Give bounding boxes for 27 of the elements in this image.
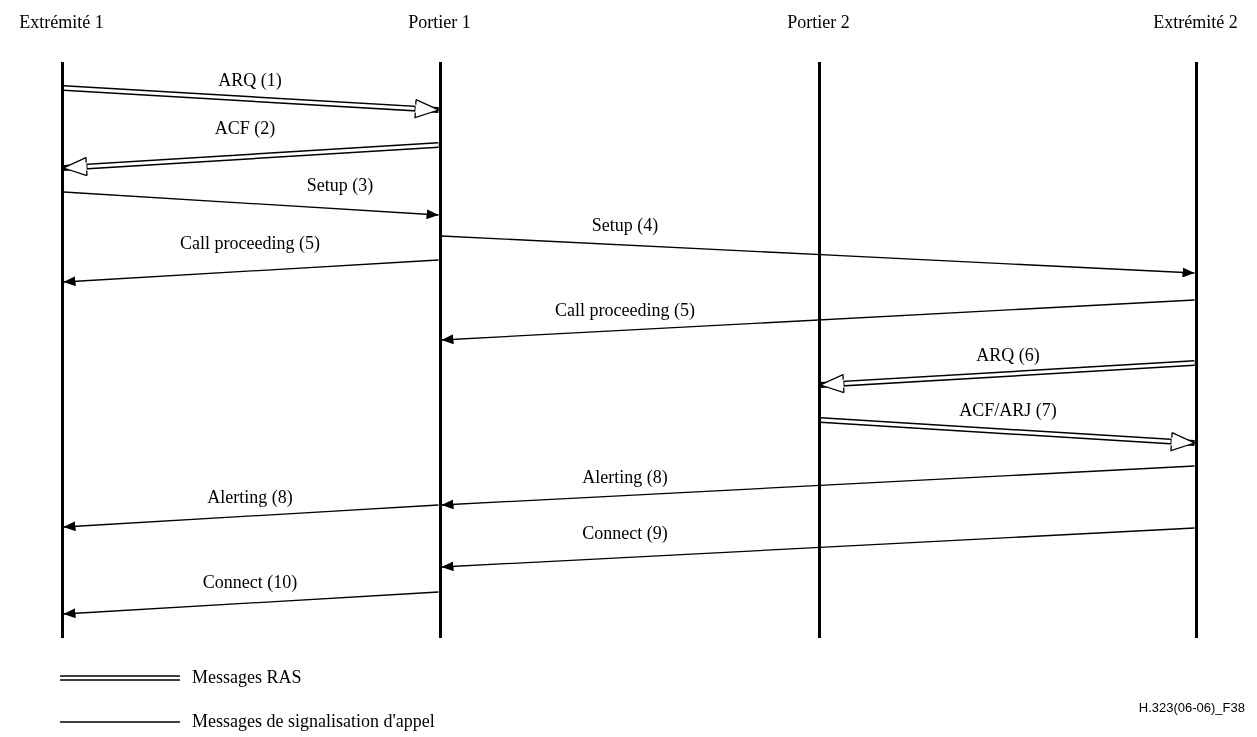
message-label: Alerting (8)	[205, 487, 295, 507]
message-label: Alerting (8)	[580, 467, 670, 487]
arrow	[62, 259, 440, 287]
message-label: ACF/ARJ (7)	[957, 400, 1059, 420]
arrow	[62, 504, 440, 532]
arrow	[440, 527, 1196, 572]
message-label: Setup (3)	[304, 175, 376, 195]
legend-text: Messages de signalisation d'appel	[192, 711, 435, 732]
message-label: Call proceeding (5)	[178, 233, 322, 253]
figure-id: H.323(06-06)_F38	[1138, 700, 1245, 715]
arrow	[440, 465, 1196, 510]
participant-name: Portier 2	[787, 12, 850, 33]
legend-text: Messages RAS	[192, 667, 302, 688]
arrow	[440, 299, 1196, 345]
participant-name: Extrémité 1	[19, 12, 104, 33]
message-label: ACF (2)	[212, 118, 278, 138]
message-label: Connect (9)	[580, 523, 670, 543]
arrow	[62, 191, 440, 220]
message-label: Call proceeding (5)	[553, 300, 697, 320]
message-label: ARQ (1)	[216, 70, 284, 90]
message-label: Setup (4)	[589, 215, 661, 235]
arrow	[62, 591, 440, 619]
participant-name: Portier 1	[408, 12, 471, 33]
message-label: ARQ (6)	[974, 345, 1042, 365]
message-label: Connect (10)	[200, 572, 300, 592]
arrow	[440, 235, 1196, 278]
participant-name: Extrémité 2	[1153, 12, 1238, 33]
